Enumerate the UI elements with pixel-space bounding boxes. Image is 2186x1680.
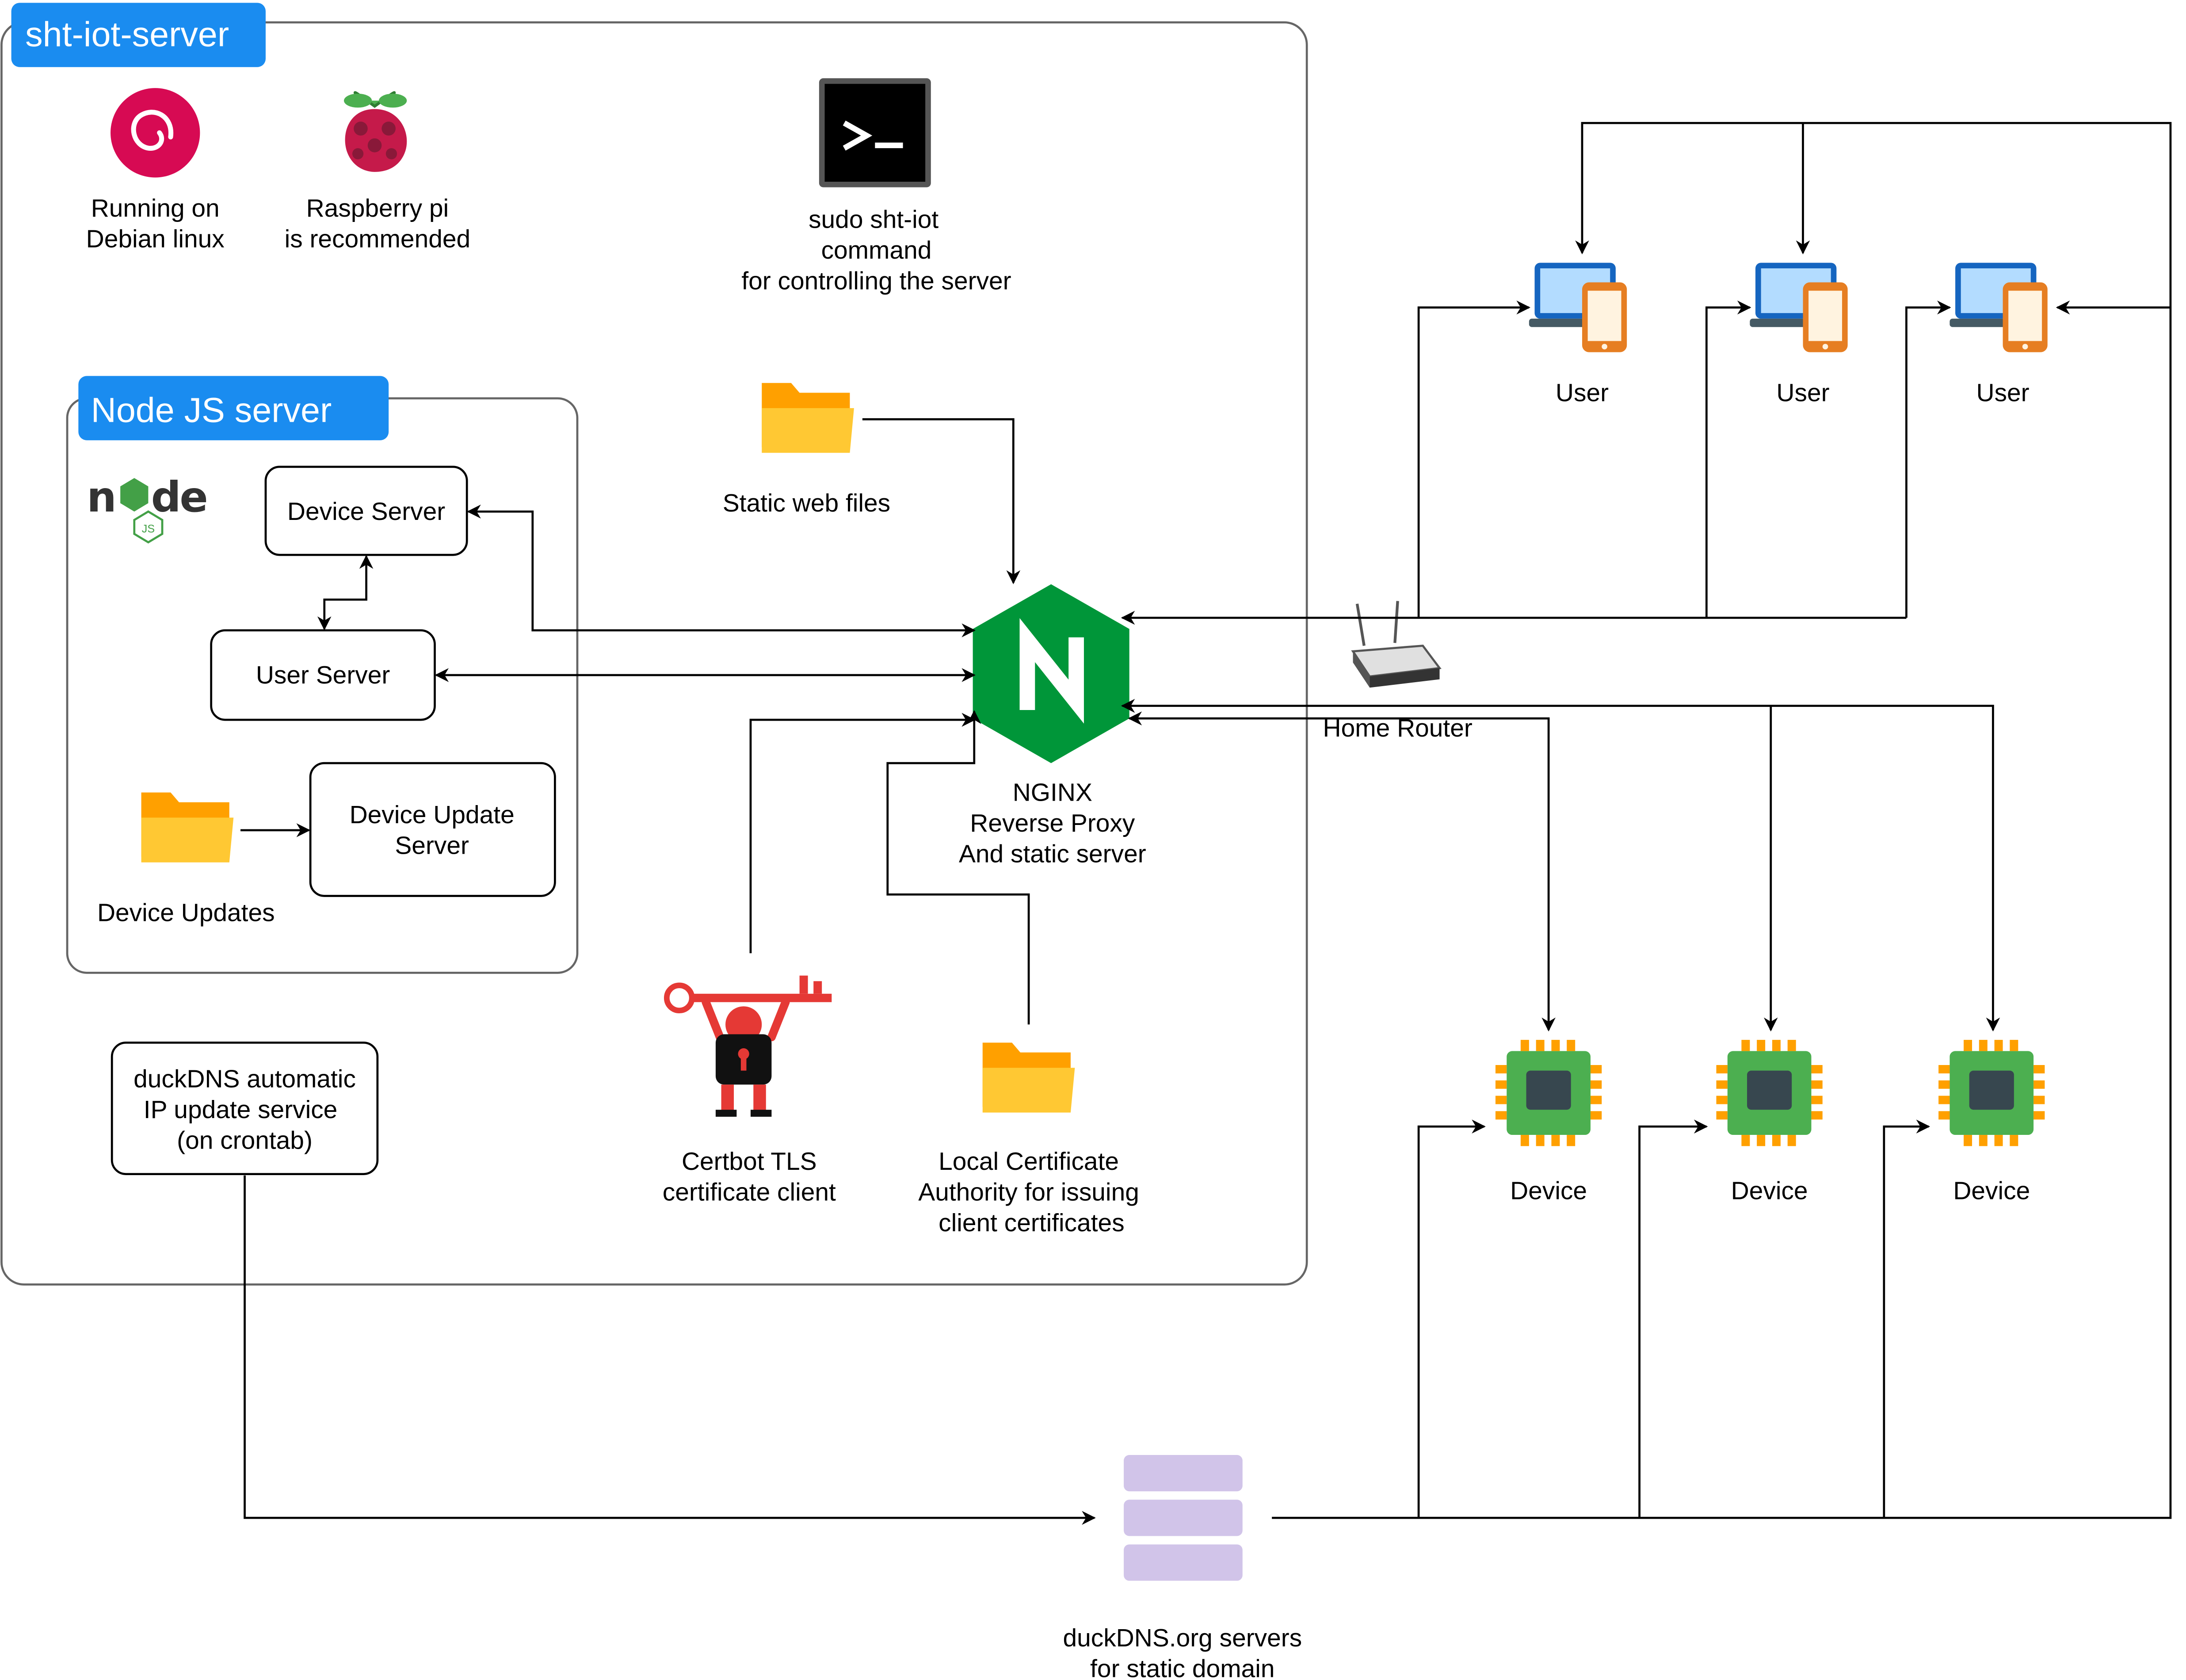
certbot-icon: [664, 975, 832, 1117]
edge-certbot-nginx: [749, 713, 976, 954]
node-title: Node JS server: [91, 390, 332, 430]
cli-label-line3: for controlling the server: [741, 267, 1011, 295]
folder-icon: [762, 383, 854, 453]
device-label-1: Device: [1510, 1176, 1587, 1205]
user-laptop-phone-icon-3: [1949, 263, 2048, 352]
device-updates-folder-icon: [141, 792, 234, 863]
server-title-badge: [11, 3, 266, 67]
debian-icon: [111, 88, 200, 178]
connectors: [240, 122, 2172, 1525]
user-label-3: User: [1976, 378, 2030, 407]
node-title-badge: [78, 376, 389, 440]
terminal-icon: [819, 78, 931, 187]
device-server-label: Device Server: [287, 497, 445, 526]
device-update-server-line2: Server: [395, 832, 469, 860]
router-icon: [1351, 601, 1442, 688]
device-label-2: Device: [1731, 1176, 1808, 1205]
raspberry-label-line1: Raspberry pi: [306, 194, 449, 222]
device-chip-icon-2: [1713, 1037, 1826, 1149]
duckdns-servers-line2: for static domain: [1090, 1655, 1274, 1680]
duckdns-servers-line1: duckDNS.org servers: [1063, 1624, 1302, 1652]
edge-static-files-nginx: [862, 418, 1021, 584]
cli-label-line2: command: [821, 236, 932, 264]
raspberry-label-line2: is recommended: [285, 225, 471, 253]
svg-text:JS: JS: [142, 523, 155, 535]
duckdns-service-line3: (on crontab): [177, 1126, 313, 1155]
edge-duckdns-servers-out: [1272, 122, 2172, 1519]
debian-label-line2: Debian linux: [86, 225, 225, 253]
device-update-server-box: [309, 762, 556, 897]
device-chip-icon-3: [1935, 1037, 2048, 1149]
raspberry-pi-icon: [343, 91, 407, 172]
nginx-label-line1: NGINX: [1013, 778, 1092, 806]
certbot-label-line1: Certbot TLS: [682, 1147, 817, 1176]
nginx-label-line2: Reverse Proxy: [970, 809, 1135, 837]
nginx-label-line3: And static server: [959, 840, 1146, 868]
local-ca-label-line3: client certificates: [938, 1209, 1125, 1237]
device-chip-icon-1: [1492, 1037, 1605, 1149]
database-icon: [1124, 1455, 1243, 1581]
edge-device-server-nginx: [467, 504, 976, 638]
debian-label-line1: Running on: [91, 194, 220, 222]
local-ca-folder-icon: [982, 1042, 1075, 1113]
duckdns-service-line1: duckDNS automatic: [134, 1065, 356, 1093]
certbot-label-line2: certificate client: [663, 1178, 836, 1207]
user-label-1: User: [1556, 378, 1609, 407]
cli-label-line1: sudo sht-iot: [809, 205, 938, 233]
device-label-3: Device: [1953, 1176, 2030, 1205]
local-ca-label-line1: Local Certificate: [938, 1147, 1119, 1176]
svg-text:de: de: [151, 473, 207, 522]
user-laptop-phone-icon-2: [1750, 263, 1848, 352]
edge-nginx-devices: [1128, 711, 1556, 1032]
edge-duckdns-service-servers: [244, 1175, 1096, 1525]
nginx-logo: [973, 584, 1129, 764]
user-label-2: User: [1776, 378, 1829, 407]
duckdns-service-box: [111, 1042, 379, 1175]
device-update-server-line1: Device Update: [350, 801, 515, 829]
static-files-label: Static web files: [723, 489, 890, 517]
server-title: sht-iot-server: [25, 14, 229, 53]
edge-local-ca-nginx: [886, 710, 1030, 1025]
user-laptop-phone-icon-1: [1529, 263, 1627, 352]
nodejs-logo: n de JS: [87, 473, 208, 544]
svg-text:n: n: [87, 473, 115, 522]
server-container: [0, 21, 1308, 1286]
duckdns-service-line2: IP update service: [144, 1096, 338, 1124]
edge-device-user-server: [317, 555, 374, 630]
device-updates-label: Device Updates: [97, 898, 275, 927]
user-server-label: User Server: [256, 661, 390, 689]
local-ca-label-line2: Authority for issuing: [918, 1178, 1139, 1207]
